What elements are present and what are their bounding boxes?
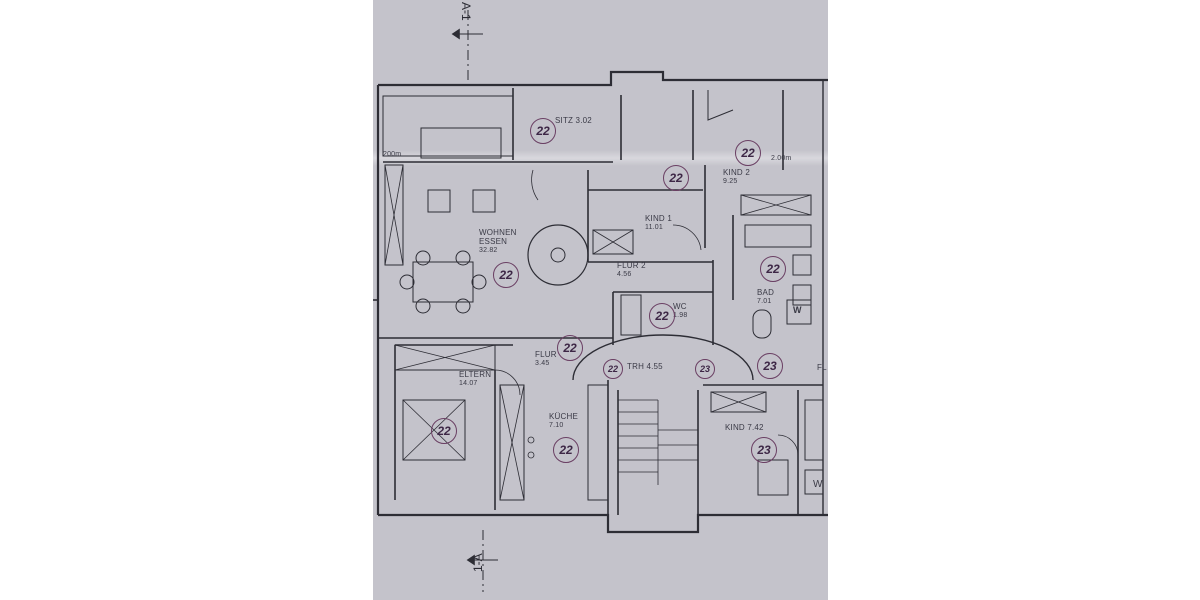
outer-wall-top xyxy=(378,70,828,87)
dimension-note: 2.00m xyxy=(771,155,792,162)
room-label-flur: FLUR 3.45 xyxy=(535,350,557,367)
unit-stamp: 22 xyxy=(431,418,457,444)
room-label-flur-right: FL xyxy=(817,363,827,372)
outer-wall-bottom xyxy=(378,513,828,534)
section-mark-bottom: 1-A xyxy=(471,553,485,572)
room-label-kind742: KIND 7.42 xyxy=(725,423,764,432)
unit-stamp: 22 xyxy=(649,303,675,329)
room-label-wc: WC 1.98 xyxy=(673,302,688,319)
dimension-note: 200m xyxy=(383,151,402,158)
unit-stamp: 22 xyxy=(760,256,786,282)
room-label-kuche: KÜCHE 7.10 xyxy=(549,412,579,429)
room-label-eltern: ELTERN 14.07 xyxy=(459,370,492,387)
room-label-kind2: KIND 2 9.25 xyxy=(723,168,750,185)
room-label-wohnen: WOHNEN ESSEN 32.82 xyxy=(479,228,517,254)
unit-stamp: 22 xyxy=(530,118,556,144)
unit-stamp-small: 22 xyxy=(603,359,623,379)
unit-stamp: 22 xyxy=(557,335,583,361)
room-label-flur2: FLUR 2 4.56 xyxy=(617,261,646,278)
unit-stamp: 22 xyxy=(735,140,761,166)
unit-stamp: 22 xyxy=(493,262,519,288)
floor-plan-drawing xyxy=(373,10,828,592)
appliance-letter: W xyxy=(793,305,802,315)
room-label-trh: TRH 4.55 xyxy=(627,362,663,371)
unit-stamp: 22 xyxy=(663,165,689,191)
unit-stamp: 23 xyxy=(751,437,777,463)
unit-stamp: 22 xyxy=(553,437,579,463)
stairwell-arc xyxy=(572,334,754,381)
room-label-sitz: SITZ 3.02 xyxy=(555,116,592,125)
room-label-bad: BAD 7.01 xyxy=(757,288,775,305)
unit-stamp-small: 23 xyxy=(695,359,715,379)
section-mark-top: A-1 xyxy=(459,2,473,21)
unit-stamp: 23 xyxy=(757,353,783,379)
room-label-kind1: KIND 1 11.01 xyxy=(645,214,672,231)
floor-plan-sheet: A-1 1-A SITZ 3.02 KIND 2 9.25 KIND 1 11.… xyxy=(373,0,828,600)
appliance-letter: W xyxy=(813,479,823,490)
